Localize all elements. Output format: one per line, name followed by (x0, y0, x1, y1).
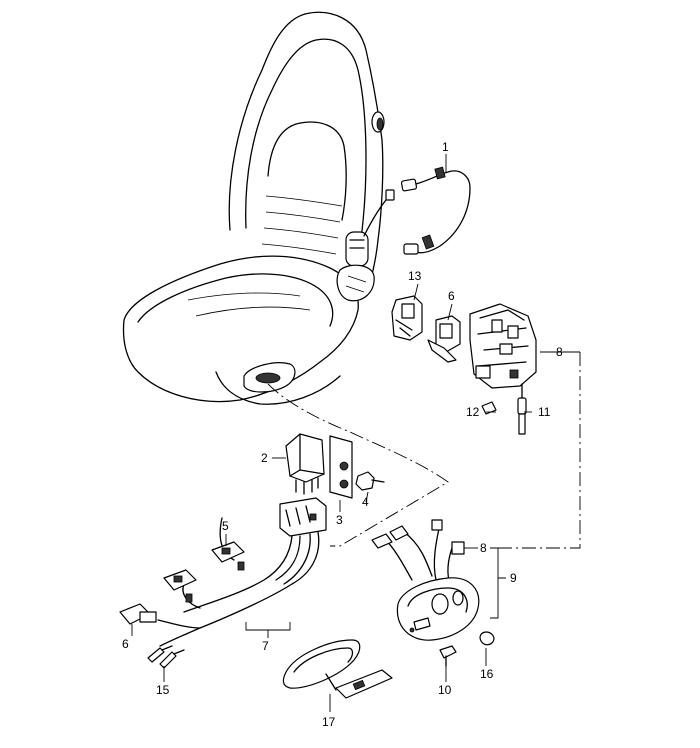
part-connector-mid (163, 569, 197, 603)
dash-line-8-bracket (490, 352, 581, 549)
part-8-switch-module (469, 303, 537, 389)
callout-17: 17 (322, 715, 336, 729)
callout-labels: 1 13 6 8 12 11 2 3 4 5 8 9 6 7 15 10 16 … (122, 140, 563, 729)
part-2-relay (285, 433, 325, 495)
callout-1: 1 (442, 140, 449, 154)
callout-4: 4 (362, 495, 369, 509)
callout-6-lower: 6 (122, 637, 129, 651)
seat-illustration (122, 11, 395, 405)
callout-12: 12 (466, 405, 480, 419)
callout-2: 2 (261, 451, 268, 465)
part-17-cover (282, 639, 393, 699)
callout-5: 5 (222, 519, 229, 533)
part-7-harness (157, 497, 327, 647)
part-11-pin (517, 383, 527, 435)
part-6-connector-upper (427, 315, 461, 363)
leader-lines (131, 154, 580, 712)
callout-3: 3 (336, 513, 343, 527)
callout-10: 10 (438, 683, 452, 697)
part-13-connector (391, 295, 423, 341)
part-5-connector (211, 541, 245, 571)
callout-8-lower: 8 (480, 541, 487, 555)
part-12-cap (481, 401, 497, 415)
part-1-harness (400, 166, 471, 255)
callout-6-upper: 6 (448, 289, 455, 303)
part-6-connector-lower (119, 603, 157, 625)
callout-11: 11 (538, 405, 551, 419)
part-15-pins (147, 645, 185, 669)
part-9-switch-panel (371, 519, 480, 641)
part-3-bracket (329, 435, 353, 499)
part-4-clip (355, 471, 385, 491)
callout-13: 13 (408, 269, 422, 283)
callout-7: 7 (262, 639, 269, 653)
callout-16: 16 (480, 667, 494, 681)
callout-15: 15 (156, 683, 170, 697)
part-16-cap (479, 631, 495, 646)
part-10-screw (439, 645, 457, 667)
callout-9: 9 (510, 571, 517, 585)
dash-line-seat-to-switch (267, 383, 449, 547)
callout-8-upper: 8 (556, 345, 563, 359)
